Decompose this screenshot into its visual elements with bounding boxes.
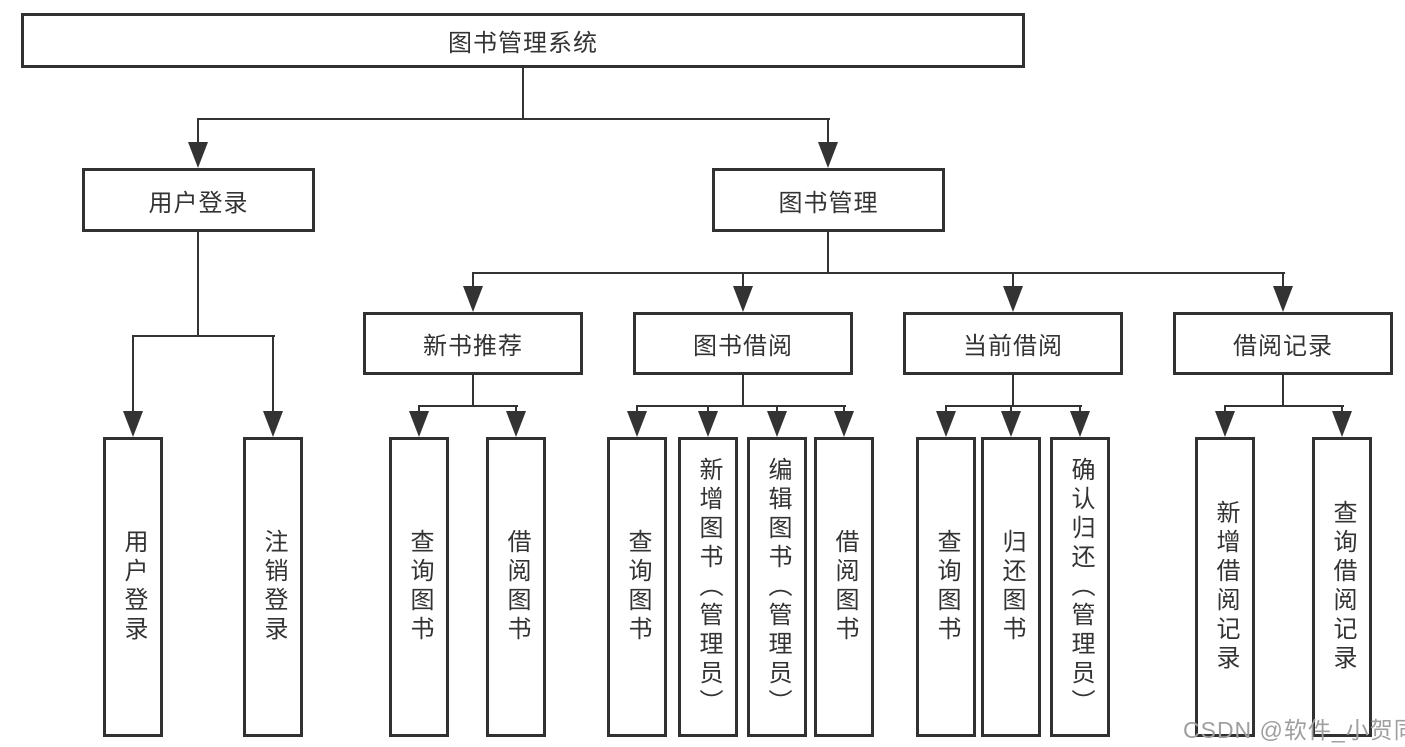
node-new-book-recommend: 新书推荐: [363, 312, 583, 375]
leaf-query-book-recommend: 查询图书: [389, 437, 449, 737]
connector-drop: [472, 272, 474, 290]
connector-user-login-stem: [197, 232, 199, 337]
connector-bus: [1224, 405, 1344, 407]
arrowhead-icon: [767, 411, 787, 437]
leaf-add-borrow-record: 新增借阅记录: [1195, 437, 1255, 737]
node-book-borrow: 图书借阅: [633, 312, 853, 375]
node-current-borrow: 当前借阅: [903, 312, 1123, 375]
connector-root-stem: [522, 68, 524, 118]
connector-level1-bus: [197, 118, 830, 120]
arrowhead-icon: [1070, 411, 1090, 437]
arrowhead-icon: [1273, 286, 1293, 312]
arrowhead-icon: [733, 286, 753, 312]
arrowhead-icon: [263, 411, 283, 437]
arrowhead-icon: [1215, 411, 1235, 437]
arrowhead-icon: [1332, 411, 1352, 437]
leaf-logout-login: 注销登录: [243, 437, 303, 737]
arrowhead-icon: [834, 411, 854, 437]
arrowhead-icon: [818, 142, 838, 168]
connector-drop: [742, 272, 744, 290]
node-library-system: 图书管理系统: [21, 13, 1025, 68]
leaf-borrow-book-recommend: 借阅图书: [486, 437, 546, 737]
node-borrow-records: 借阅记录: [1173, 312, 1393, 375]
leaf-edit-book-admin: 编辑图书（管理员）: [747, 437, 807, 737]
node-book-management: 图书管理: [712, 168, 945, 232]
connector-drop: [132, 335, 134, 415]
connector-stem: [1012, 375, 1014, 407]
connector-drop: [272, 335, 274, 415]
connector-stem: [742, 375, 744, 407]
connector-stem: [472, 375, 474, 407]
connector-book-mgmt-drop: [827, 118, 829, 146]
arrowhead-icon: [1003, 286, 1023, 312]
connector-stem: [1282, 375, 1284, 407]
leaf-add-book-admin: 新增图书（管理员）: [678, 437, 738, 737]
node-user-login: 用户登录: [82, 168, 315, 232]
arrowhead-icon: [188, 142, 208, 168]
leaf-query-book-current: 查询图书: [916, 437, 976, 737]
leaf-borrow-book: 借阅图书: [814, 437, 874, 737]
connector-level2-bus: [472, 272, 1285, 274]
connector-user-login-bus: [132, 335, 275, 337]
leaf-user-login: 用户登录: [103, 437, 163, 737]
arrowhead-icon: [463, 286, 483, 312]
arrowhead-icon: [936, 411, 956, 437]
connector-user-login-drop: [197, 118, 199, 146]
leaf-return-book: 归还图书: [981, 437, 1041, 737]
connector-bus: [636, 405, 846, 407]
connector-drop: [1282, 272, 1284, 290]
csdn-watermark: CSDN @软件_小贺同学: [1183, 717, 1405, 743]
arrowhead-icon: [123, 411, 143, 437]
leaf-query-borrow-record: 查询借阅记录: [1312, 437, 1372, 737]
arrowhead-icon: [409, 411, 429, 437]
connector-drop: [1012, 272, 1014, 290]
arrowhead-icon: [506, 411, 526, 437]
arrowhead-icon: [698, 411, 718, 437]
connector-book-mgmt-stem: [827, 232, 829, 274]
leaf-query-book-borrow: 查询图书: [607, 437, 667, 737]
connector-bus: [418, 405, 518, 407]
connector-bus: [945, 405, 1082, 407]
arrowhead-icon: [1001, 411, 1021, 437]
arrowhead-icon: [627, 411, 647, 437]
leaf-confirm-return-admin: 确认归还（管理员）: [1050, 437, 1110, 737]
